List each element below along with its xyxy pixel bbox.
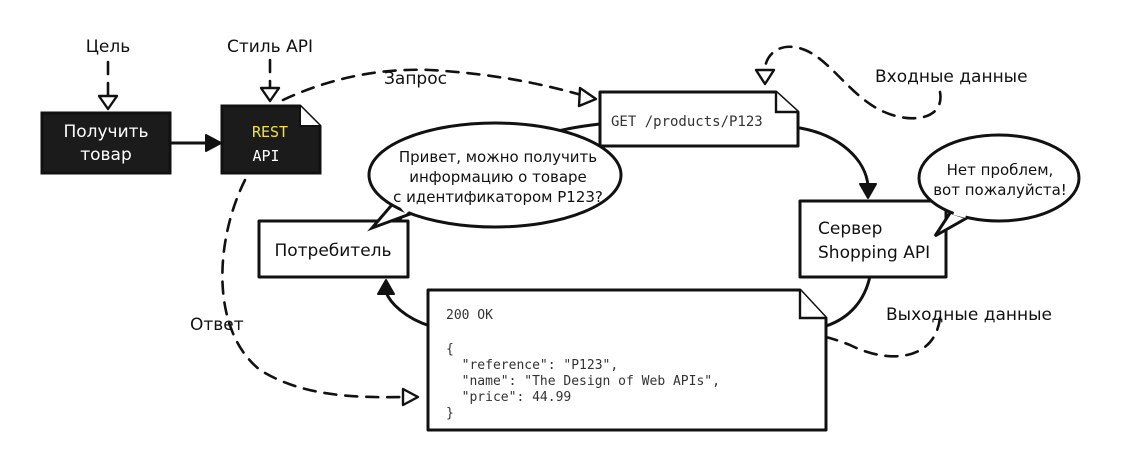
response-document: 200 OK { "reference": "P123", "name": "T…: [426, 288, 828, 432]
server-speech-bubble: Нет проблем, вот пожалуйста!: [917, 133, 1081, 238]
response-dashed-line: [221, 178, 402, 399]
api-keyword: API: [252, 147, 279, 165]
response-to-consumer-head: [377, 279, 395, 295]
consumer-speech-line1: Привет, можно получить: [399, 148, 597, 166]
response-line-6: "price": 44.99: [446, 390, 571, 405]
goal-to-api-arrow-head: [205, 134, 222, 152]
server-to-response-line: [824, 274, 872, 328]
input-data-dashed-line: [763, 45, 942, 120]
api-style-arrow-head: [259, 86, 281, 103]
request-label: Запрос: [384, 69, 447, 89]
get-product-line1: Получить: [63, 122, 148, 142]
output-data-label: Выходные данные: [886, 305, 1052, 325]
input-data-dashed-head: [754, 68, 776, 86]
input-data-label: Входные данные: [875, 67, 1028, 87]
consumer-speech-line2: информацию о товаре: [409, 168, 587, 186]
response-line-1: 200 OK: [446, 308, 493, 323]
api-style-label: Стиль API: [227, 37, 313, 57]
consumer-label: Потребитель: [274, 241, 391, 261]
goal-arrow-head: [97, 94, 119, 111]
server-line1: Сервер: [818, 219, 882, 239]
consumer-box: Потребитель: [257, 219, 410, 279]
response-to-consumer-line: [384, 290, 432, 328]
get-product-box: Получить товар: [40, 111, 172, 175]
response-label: Ответ: [190, 315, 244, 335]
response-line-5: "name": "The Design of Web APIs",: [446, 374, 720, 389]
output-data-dashed-line: [718, 316, 942, 358]
request-to-server-line: [798, 126, 870, 188]
consumer-speech-line3: с идентификатором P123?: [393, 188, 603, 206]
goal-label: Цель: [86, 37, 131, 57]
request-to-server-head: [859, 183, 877, 199]
server-speech-line1: Нет проблем,: [947, 161, 1054, 179]
server-speech-line2: вот пожалуйста!: [933, 181, 1067, 199]
server-box: Сервер Shopping API: [798, 199, 948, 279]
request-dashed-line: [281, 68, 587, 102]
get-product-line2: товар: [80, 145, 132, 165]
rest-keyword: REST: [252, 123, 288, 141]
server-line2: Shopping API: [818, 243, 930, 263]
response-line-4: "reference": "P123",: [446, 358, 618, 373]
response-line-7: }: [446, 406, 454, 421]
request-document: GET /products/P123: [598, 90, 800, 148]
request-dashed-head: [577, 86, 598, 108]
consumer-speech-bubble: Привет, можно получить информацию о това…: [367, 121, 623, 232]
rest-api-document: REST API: [220, 104, 322, 175]
request-line-text: GET /products/P123: [611, 114, 763, 130]
response-line-3: {: [446, 342, 454, 357]
response-dashed-head: [401, 387, 420, 407]
